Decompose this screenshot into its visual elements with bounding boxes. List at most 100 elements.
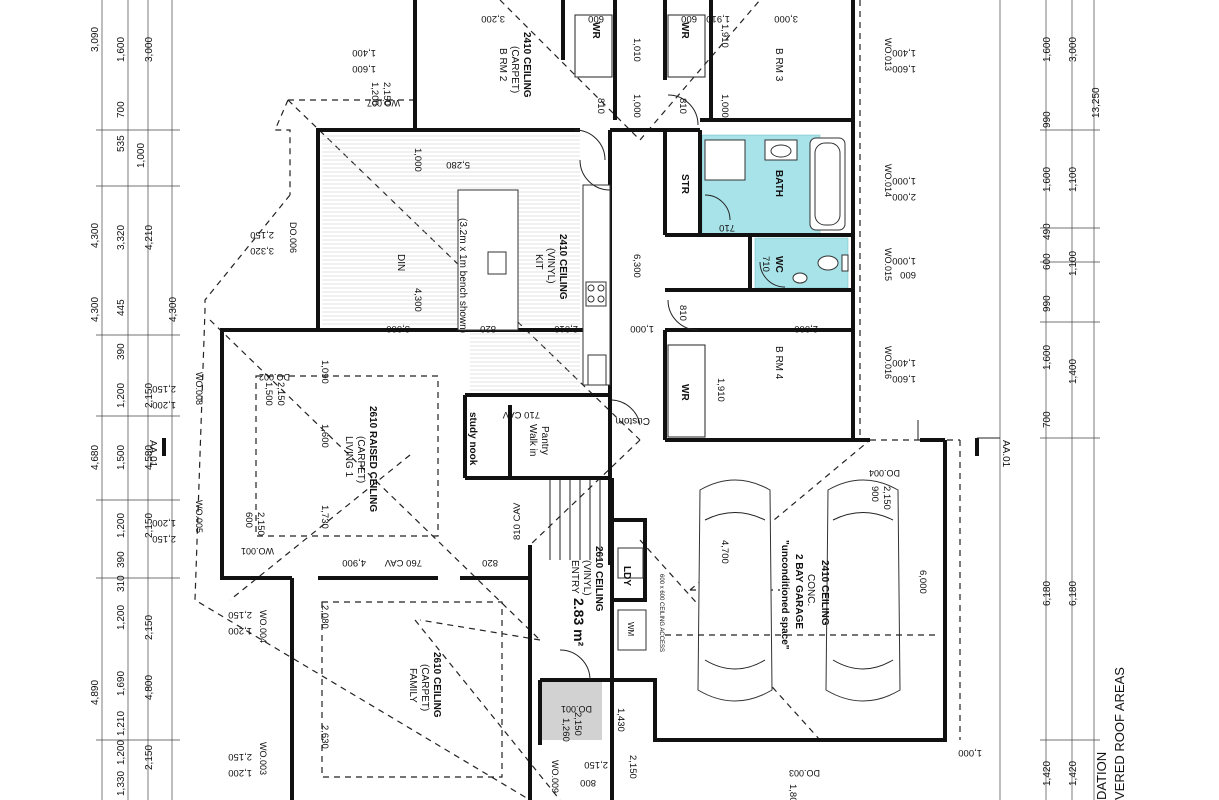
dim-right2-2: 1,600: [1042, 167, 1053, 192]
dim-820b: 820: [482, 557, 498, 568]
dim-1400a: 1,400: [352, 47, 376, 58]
dim-2080: 2,080: [319, 605, 330, 629]
room-living-sub: (CARPET): [355, 436, 366, 483]
dim-1200f: 1,200: [228, 767, 252, 778]
room-din: DIN: [395, 254, 406, 271]
car-left: [697, 479, 773, 702]
room-kit-name: KIT: [533, 254, 544, 270]
dim-5280: 5,280: [446, 159, 470, 170]
garage-sub: CONC.: [805, 574, 816, 606]
door-swing-entry: [559, 649, 591, 681]
dim-2150k: 2,150: [584, 759, 608, 770]
code-wo004: WO.004: [258, 610, 268, 643]
room-wm: WM: [626, 622, 635, 637]
dim-top-3000: 3,000: [774, 13, 798, 24]
code-wo016: WO.016: [883, 346, 893, 379]
shower-tray: [704, 139, 746, 181]
room-living-name: LIVING 1: [343, 436, 354, 478]
room-kit-sub: (VINYL): [545, 248, 556, 284]
garage-name: 2 BAY GARAGE: [793, 554, 804, 629]
dim-right-13250: 13,250: [1091, 87, 1102, 118]
dim-4900: 4,900: [342, 557, 366, 568]
dim-left-4680: 4,680: [90, 445, 101, 470]
dim-2150d: 2,150: [250, 229, 274, 240]
room-str: STR: [679, 174, 690, 195]
washing-machine: [617, 609, 647, 651]
room-brm3-name: B RM 3: [773, 48, 784, 82]
fixtures: [457, 94, 940, 702]
dim-4300-din: 4,300: [412, 288, 423, 312]
dim-right2-3: 490: [1042, 223, 1053, 240]
dim-left2-7: 1,200: [116, 383, 127, 408]
note-760-cav: 760 CAV: [384, 557, 422, 568]
dim-right3-4: 1,420: [1068, 761, 1079, 786]
room-ceiling-access: 600 x 600 CEILING ACCESS: [658, 574, 664, 652]
room-wr1: WR: [590, 22, 601, 39]
code-wo015: WO.015: [883, 248, 893, 281]
dim-1910: 1,910: [715, 378, 726, 402]
code-wo007: WO.007: [367, 98, 400, 108]
dim-900: 900: [869, 486, 880, 502]
dim-800: 800: [580, 777, 596, 788]
dim-left3-2: 2,150: [144, 383, 155, 408]
dim-right2-5: 990: [1042, 295, 1053, 312]
code-do001: DO.001: [561, 704, 592, 714]
dim-600: 600: [243, 512, 254, 528]
dim-left2-2: 535: [116, 135, 127, 152]
dim-1910b: 1,910: [719, 24, 730, 48]
room-entry-sub: (VINYL): [581, 560, 592, 596]
dim-left-3090: 3,090: [90, 27, 101, 52]
dim-1200c: 1,200: [152, 399, 176, 410]
dim-820: 820: [480, 323, 496, 334]
room-wr2: WR: [679, 22, 690, 39]
dim-6000: 6,000: [917, 570, 928, 594]
dim-1430: 1,430: [615, 708, 626, 732]
dim-left3-0: 3,000: [144, 37, 155, 62]
dim-2150: 2,150: [572, 712, 583, 736]
side-notes: DATION VERED ROOF AREAS: [1094, 667, 1127, 800]
dim-710b: 710: [760, 256, 771, 272]
dim-810c: 810: [677, 305, 688, 321]
dim-1000g: 1,000: [892, 175, 916, 186]
dim-2150b: 2,150: [627, 755, 638, 779]
door-swing-pantry: [611, 399, 641, 426]
ceiling-outlines: [255, 375, 503, 778]
room-bench-note: (3.2m x 1m bench shown): [457, 218, 468, 333]
entry-stair-lines: [549, 480, 601, 560]
code-wo013: WO.013: [883, 38, 893, 71]
code-do004: DO.004: [869, 468, 900, 478]
dim-1600: 1,600: [319, 424, 330, 448]
dim-left-4300a: 4,300: [90, 223, 101, 248]
dim-left2-9: 1,200: [116, 513, 127, 538]
dim-left2-1: 700: [116, 101, 127, 118]
room-entry-area: 2.83 m²: [571, 598, 587, 647]
section-marker: AA.01 AA.01: [147, 437, 1011, 468]
dim-left3-1: 4,210: [144, 225, 155, 250]
code-wo009: WO.009: [550, 760, 560, 793]
dim-1600a: 1,600: [352, 63, 376, 74]
room-labels: B RM 2 (CARPET) 2410 CEILING B RM 3 B RM…: [343, 22, 830, 718]
right-dimension-lines: [999, 0, 1100, 800]
garage-note: "unconditioned space": [779, 540, 790, 650]
dim-right2-7: 700: [1042, 411, 1053, 428]
dim-right2-6: 1,600: [1042, 345, 1053, 370]
dim-right3-0: 3,000: [1068, 37, 1079, 62]
room-bath: BATH: [773, 170, 784, 197]
garage-ceiling: 2410 CEILING: [819, 560, 830, 626]
dim-left2-10: 390: [116, 551, 127, 568]
dim-left3-4: 2,150: [144, 513, 155, 538]
room-wr3: WR: [679, 384, 690, 401]
dim-left2-15: 1,200: [116, 740, 127, 765]
code-wo014: WO.014: [883, 164, 893, 197]
dim-top-3200: 3,200: [481, 13, 505, 24]
room-brm2-ceiling: 2410 CEILING: [521, 32, 532, 98]
door-swing-brm4: [667, 299, 699, 331]
dim-1000c: 1,000: [631, 94, 642, 118]
dim-1800: 1,800: [787, 784, 798, 800]
dim-2150f: 2,150: [152, 383, 176, 394]
dim-6300: 6,300: [631, 254, 642, 278]
code-do006: DO.006: [288, 222, 298, 253]
room-wc: WC: [773, 256, 784, 273]
code-wo005: WO.005: [194, 500, 204, 533]
side-note-roof-areas: VERED ROOF AREAS: [1112, 667, 1127, 800]
